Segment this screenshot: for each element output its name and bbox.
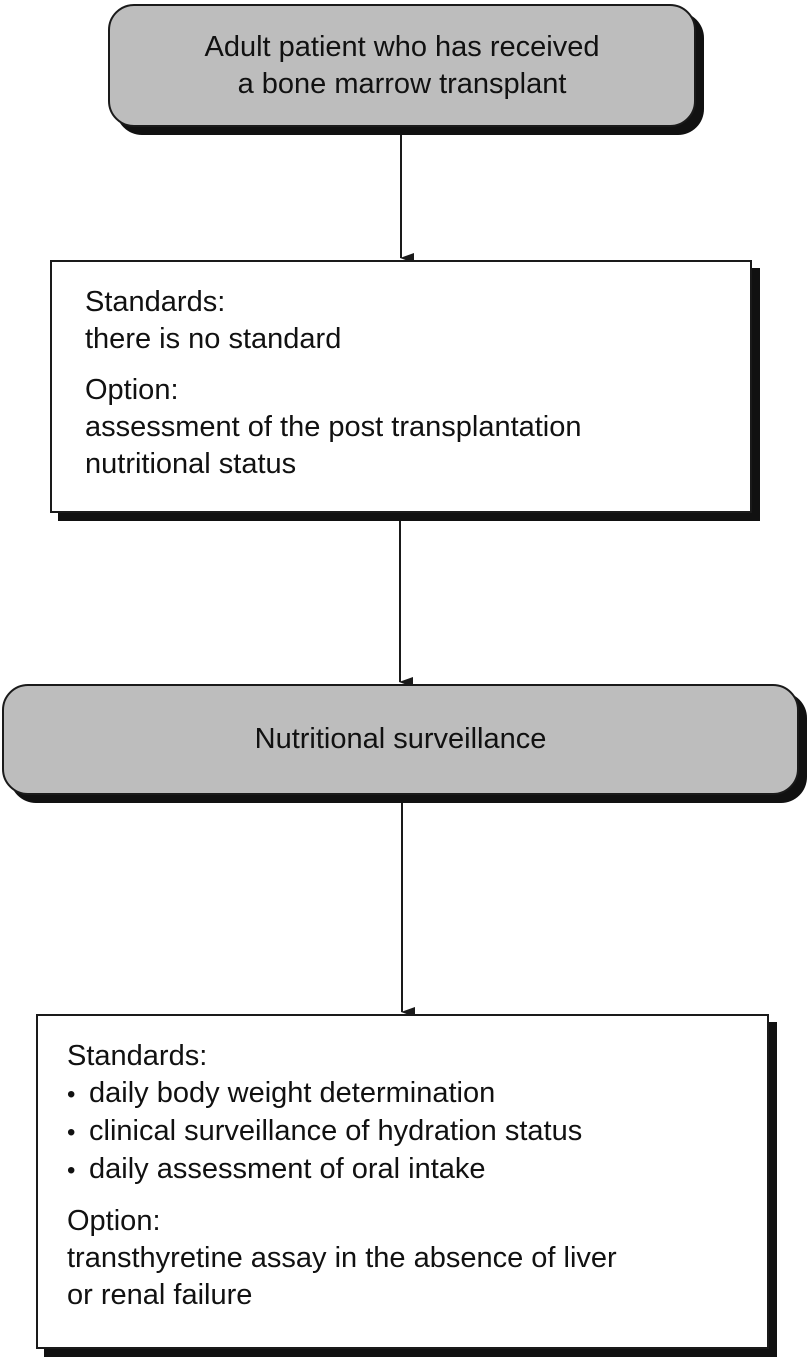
surveillance-node: Nutritional surveillance [2,684,799,795]
start-node-line-2: a bone marrow transplant [237,67,567,100]
surveillance-standard-item: daily body weight determination [67,1075,767,1113]
assessment-option-heading: Option: [85,374,179,406]
surveillance-option-line-2: or renal failure [67,1279,253,1311]
surveillance-standard-item: clinical surveillance of hydration statu… [67,1113,767,1151]
surveillance-label: Nutritional surveillance [254,723,547,755]
surveillance-standard-item: daily assessment of oral intake [67,1151,767,1189]
surveillance-option-heading: Option: [67,1205,161,1237]
assessment-box: Standards: there is no standard Option: … [50,260,752,513]
assessment-option-line-1: assessment of the post transplantation [85,411,582,443]
start-node-line-1: Adult patient who has received [204,30,600,63]
surveillance-option-line-1: transthyretine assay in the absence of l… [67,1242,617,1274]
assessment-option-line-2: nutritional status [85,448,297,480]
assessment-standards-text: there is no standard [85,323,342,355]
surveillance-standards-heading: Standards: [67,1040,208,1072]
assessment-standards-heading: Standards: [85,286,226,318]
start-node: Adult patient who has received a bone ma… [108,4,696,127]
surveillance-box: Standards: daily body weight determinati… [36,1014,769,1349]
